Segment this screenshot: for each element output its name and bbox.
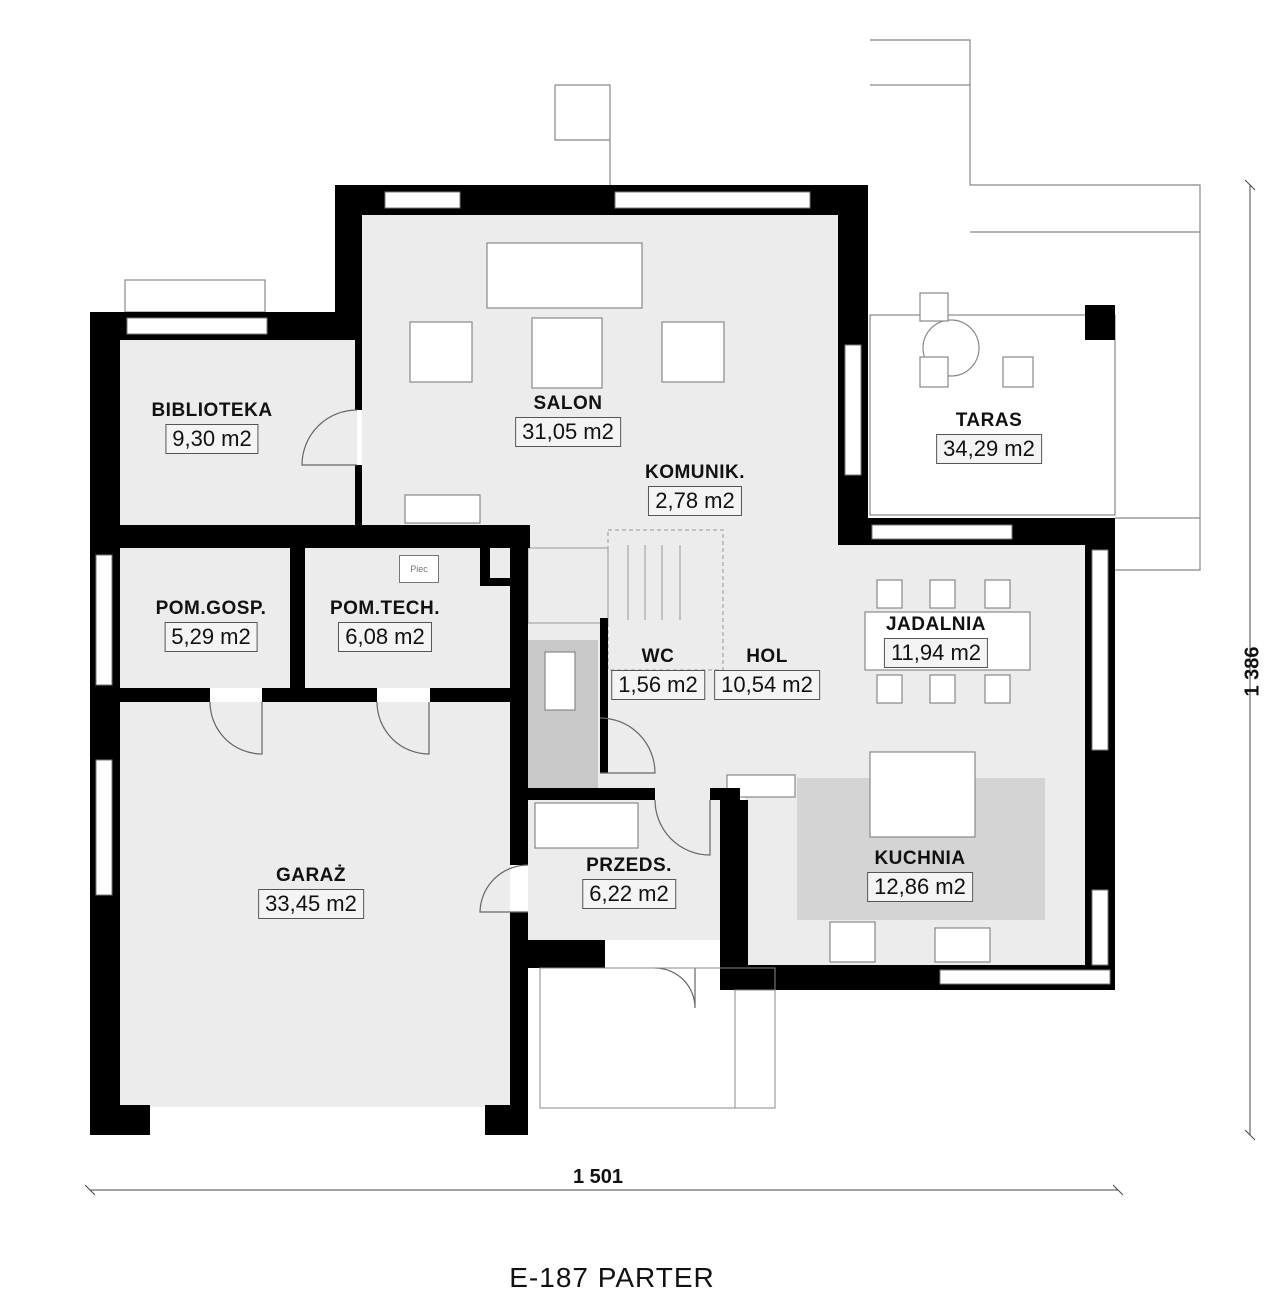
room-biblioteka: BIBLIOTEKA 9,30 m2 xyxy=(151,400,272,454)
room-name: PRZEDS. xyxy=(586,855,672,876)
room-area: 10,54 m2 xyxy=(714,670,820,700)
room-area: 31,05 m2 xyxy=(515,417,621,447)
doors xyxy=(209,409,711,1009)
room-area: 11,94 m2 xyxy=(883,638,989,668)
width-dimension: 1 501 xyxy=(573,1166,624,1188)
room-name: POM.GOSP. xyxy=(155,598,267,619)
room-name: HOL xyxy=(746,646,788,667)
room-name: SALON xyxy=(533,393,603,414)
room-area: 1,56 m2 xyxy=(611,670,705,700)
room-name: GARAŻ xyxy=(275,865,347,886)
room-area: 6,08 m2 xyxy=(338,622,432,652)
room-wc: WC 1,56 m2 xyxy=(611,646,705,700)
room-area: 34,29 m2 xyxy=(936,434,1042,464)
boiler-label: Piec xyxy=(399,555,439,583)
room-jadalnia: JADALNIA 11,94 m2 xyxy=(883,614,989,668)
room-name: POM.TECH. xyxy=(329,598,441,619)
room-pom-gosp: POM.GOSP. 5,29 m2 xyxy=(156,598,267,652)
room-area: 33,45 m2 xyxy=(258,889,364,919)
room-garaz: GARAŻ 33,45 m2 xyxy=(258,865,364,919)
room-kuchnia: KUCHNIA 12,86 m2 xyxy=(867,848,973,902)
room-name: KOMUNIK. xyxy=(644,462,746,483)
terrace-outline xyxy=(124,39,1201,571)
room-name: TARAS xyxy=(955,410,1023,431)
room-name: KUCHNIA xyxy=(874,848,966,869)
room-area: 6,22 m2 xyxy=(582,879,676,909)
plan-title: E-187 PARTER xyxy=(509,1262,715,1293)
room-name: BIBLIOTEKA xyxy=(151,400,273,421)
room-salon: SALON 31,05 m2 xyxy=(515,393,621,447)
room-komunikacja: KOMUNIK. 2,78 m2 xyxy=(645,462,745,516)
entrance-canopy xyxy=(539,967,776,1109)
room-area: 9,30 m2 xyxy=(165,424,259,454)
dimension-lines xyxy=(84,179,1256,1196)
room-area: 12,86 m2 xyxy=(867,872,973,902)
room-name: JADALNIA xyxy=(885,614,987,635)
room-hol: HOL 10,54 m2 xyxy=(714,646,820,700)
room-area: 2,78 m2 xyxy=(648,486,742,516)
furniture xyxy=(404,242,1034,963)
room-name: WC xyxy=(641,646,675,667)
height-dimension: 1 386 xyxy=(1241,646,1264,697)
room-przedsionek: PRZEDS. 6,22 m2 xyxy=(582,855,676,909)
room-pom-tech: POM.TECH. 6,08 m2 xyxy=(330,598,440,652)
kitchen-island xyxy=(869,751,976,838)
windows xyxy=(95,191,1111,985)
room-taras: TARAS 34,29 m2 xyxy=(936,410,1042,464)
room-area: 5,29 m2 xyxy=(164,622,258,652)
